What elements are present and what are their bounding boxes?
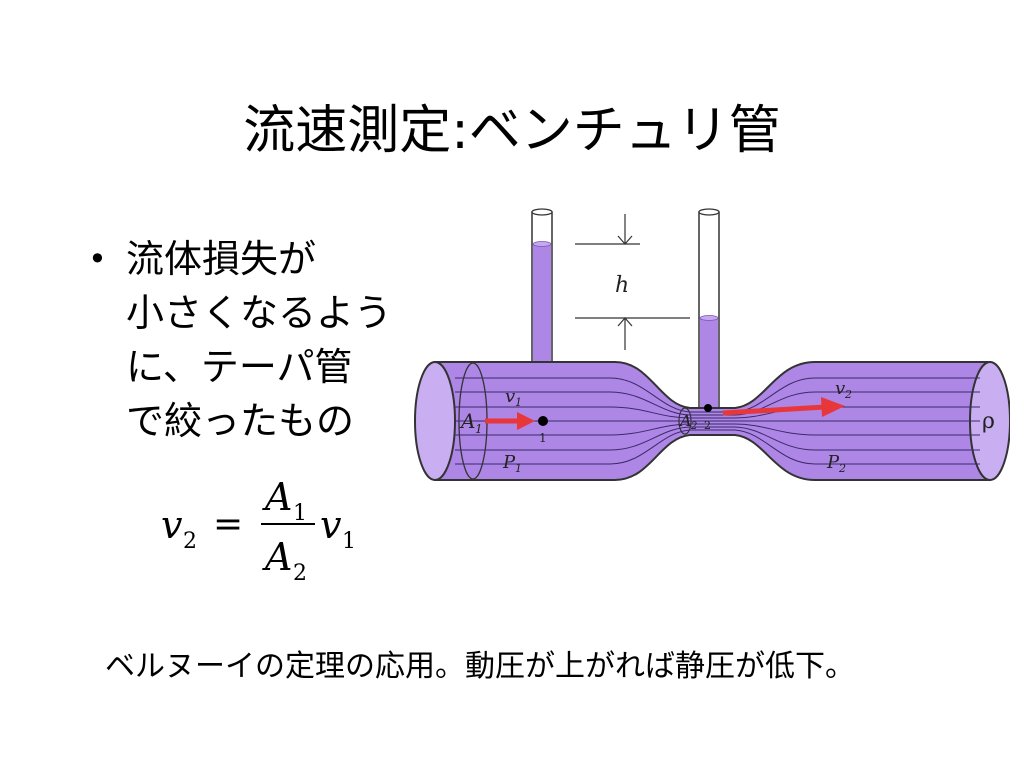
label-a1-sub: 1	[475, 422, 483, 436]
bullet-dot: •	[88, 240, 107, 278]
continuity-formula: v 2 = A 1 A 2 v 1	[161, 475, 356, 586]
label-p1: P	[502, 452, 516, 473]
label-p2-sub: 2	[838, 462, 846, 475]
formula-den-var: A	[262, 535, 292, 579]
formula-rhs-sub: 1	[342, 529, 356, 554]
label-v2: v	[835, 378, 845, 399]
formula-num-var: A	[262, 475, 292, 519]
point-2-marker	[704, 404, 712, 412]
right-pressure-tube	[698, 208, 720, 413]
label-a2-sub: 2	[690, 421, 697, 432]
bullet-line: で絞ったもの	[126, 399, 355, 443]
label-point-1: 1	[539, 431, 547, 445]
label-v1: v	[505, 386, 515, 407]
point-1-marker	[538, 416, 548, 426]
label-p2: P	[826, 452, 840, 473]
label-point-2: 2	[704, 419, 711, 432]
formula-rhs-var: v	[320, 503, 342, 547]
velocity-arrow-1	[485, 412, 535, 430]
footer-note: ベルヌーイの定理の応用。動圧が上がれば静圧が低下。	[105, 649, 855, 684]
venturi-tube-diagram: h A 1 A 2 v 1 v 2 P 1 P 2 1 2 ρ	[414, 208, 1010, 481]
height-dimension	[575, 214, 690, 350]
formula-lhs-var: v	[161, 503, 183, 547]
inlet-opening	[414, 361, 456, 481]
label-v2-sub: 2	[844, 388, 852, 401]
label-rho: ρ	[982, 409, 995, 434]
formula-den-sub: 2	[293, 561, 307, 586]
label-a1: A	[459, 409, 475, 433]
formula-num-sub: 1	[293, 501, 307, 526]
velocity-arrow-2	[722, 397, 845, 417]
bullet-line: 流体損失が	[126, 237, 317, 281]
formula-equals: =	[213, 504, 243, 545]
label-h: h	[615, 273, 629, 298]
slide-title: 流速測定:ベンチュリ管	[243, 101, 781, 161]
formula-lhs-sub: 2	[183, 529, 197, 554]
label-a2: A	[678, 411, 692, 430]
bullet-text: 流体損失が 小さくなるよう に、テーパ管 で絞ったもの	[126, 232, 398, 448]
bullet-line: に、テーパ管	[126, 345, 353, 389]
label-p1-sub: 1	[515, 462, 522, 475]
label-v1-sub: 1	[515, 396, 522, 409]
left-pressure-tube	[531, 208, 553, 364]
bullet-line: 小さくなるよう	[126, 291, 393, 335]
